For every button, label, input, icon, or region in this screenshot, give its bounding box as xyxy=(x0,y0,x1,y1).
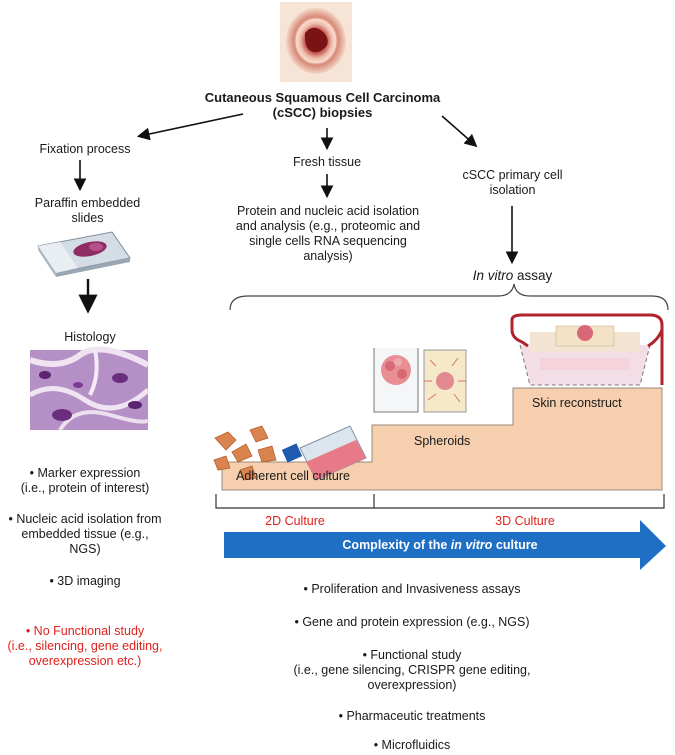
bottom-bullet-3-line-2: (i.e., gene silencing, CRISPR gene editi… xyxy=(293,663,531,677)
title-line-2: (cSCC) biopsies xyxy=(272,105,373,120)
middle-line-3: single cells RNA sequencing xyxy=(249,234,407,248)
fixation-process-label: Fixation process xyxy=(39,142,131,156)
invitro-italic: In vitro xyxy=(472,268,514,283)
paraffin-line-1: Paraffin embedded xyxy=(34,196,141,210)
left-bullet-nucleic: • Nucleic acid isolation from embedded t… xyxy=(0,512,170,557)
invitro-assay-label: In vitro assay xyxy=(440,268,585,283)
spheroid-matrix-icon xyxy=(423,349,467,413)
bottom-bullet-pharma: • Pharmaceutic treatments xyxy=(262,709,562,724)
left-bullet-1-line-2: (i.e., protein of interest) xyxy=(20,481,150,495)
bottom-bullet-4-line-1: • Pharmaceutic treatments xyxy=(338,709,486,723)
bottom-bullet-functional: • Functional study (i.e., gene silencing… xyxy=(262,648,562,693)
left-bullet-2-line-1: • Nucleic acid isolation from xyxy=(8,512,162,526)
spheroid-well-icon xyxy=(373,348,419,413)
primary-cell-label: cSCC primary cell isolation xyxy=(440,168,585,198)
no-functional-study: • No Functional study (i.e., silencing, … xyxy=(0,624,170,669)
middle-line-4: analysis) xyxy=(303,249,353,263)
left-bullet-1-line-1: • Marker expression xyxy=(29,466,141,480)
complexity-italic: in vitro xyxy=(450,538,493,552)
histology-label: Histology xyxy=(64,330,116,344)
no-functional-line-1: • No Functional study xyxy=(25,624,145,638)
complexity-label: Complexity of the in vitro culture xyxy=(250,538,630,552)
title-line-1: Cutaneous Squamous Cell Carcinoma xyxy=(204,90,441,105)
adherent-cells-icon xyxy=(213,425,277,481)
invitro-brace xyxy=(229,283,669,311)
protein-nucleic-label: Protein and nucleic acid isolation and a… xyxy=(228,204,428,264)
arrow-to-primary xyxy=(441,115,478,148)
bottom-bullet-microfluidics: • Microfluidics xyxy=(262,738,562,753)
diagram-title: Cutaneous Squamous Cell Carcinoma (cSCC)… xyxy=(180,90,465,120)
bottom-bullet-proliferation: • Proliferation and Invasiveness assays xyxy=(262,582,562,597)
complexity-pre: Complexity of the xyxy=(342,538,451,552)
bottom-bullet-gene-protein: • Gene and protein expression (e.g., NGS… xyxy=(262,615,562,630)
skin-reconstruct-icon xyxy=(510,313,664,386)
bottom-bullet-3-line-1: • Functional study xyxy=(362,648,462,662)
paraffin-slides-label: Paraffin embedded slides xyxy=(20,196,155,226)
paraffin-slide-icon xyxy=(37,231,131,277)
fresh-tissue-label: Fresh tissue xyxy=(292,155,362,169)
complexity-arrow xyxy=(224,520,666,570)
culture-flask-icon xyxy=(281,425,367,481)
step-spheroids-label: Spheroids xyxy=(414,434,471,448)
histology-image xyxy=(28,346,150,432)
no-functional-line-3: overexpression etc.) xyxy=(28,654,142,668)
bottom-bullet-1-line-1: • Proliferation and Invasiveness assays xyxy=(303,582,521,596)
step-adherent-label: Adherent cell culture xyxy=(236,469,350,483)
middle-line-1: Protein and nucleic acid isolation xyxy=(236,204,420,218)
paraffin-line-2: slides xyxy=(71,211,104,225)
left-bullet-2-line-3: NGS) xyxy=(69,542,101,556)
biopsy-icon xyxy=(280,2,352,82)
no-functional-line-2: (i.e., silencing, gene editing, xyxy=(7,639,163,653)
left-bullet-3d-imaging: • 3D imaging xyxy=(0,574,170,589)
step-skin-label: Skin reconstruct xyxy=(532,396,622,410)
complexity-post: culture xyxy=(492,538,538,552)
bottom-bullet-2-line-1: • Gene and protein expression (e.g., NGS… xyxy=(294,615,530,629)
culture-3d-label: 3D Culture xyxy=(495,514,555,528)
middle-line-2: and analysis (e.g., proteomic and xyxy=(235,219,421,233)
primary-cell-line-2: isolation xyxy=(489,183,536,197)
arrow-to-fixation xyxy=(136,113,244,141)
culture-brackets xyxy=(215,494,665,509)
left-bullet-marker: • Marker expression (i.e., protein of in… xyxy=(0,466,170,496)
left-bullet-2-line-2: embedded tissue (e.g., xyxy=(21,527,149,541)
invitro-rest: assay xyxy=(513,268,553,283)
primary-cell-line-1: cSCC primary cell xyxy=(462,168,563,182)
bottom-bullet-5-line-1: • Microfluidics xyxy=(373,738,451,752)
culture-2d-label: 2D Culture xyxy=(265,514,325,528)
left-bullet-3-line-1: • 3D imaging xyxy=(49,574,121,588)
bottom-bullet-3-line-3: overexpression) xyxy=(367,678,457,692)
